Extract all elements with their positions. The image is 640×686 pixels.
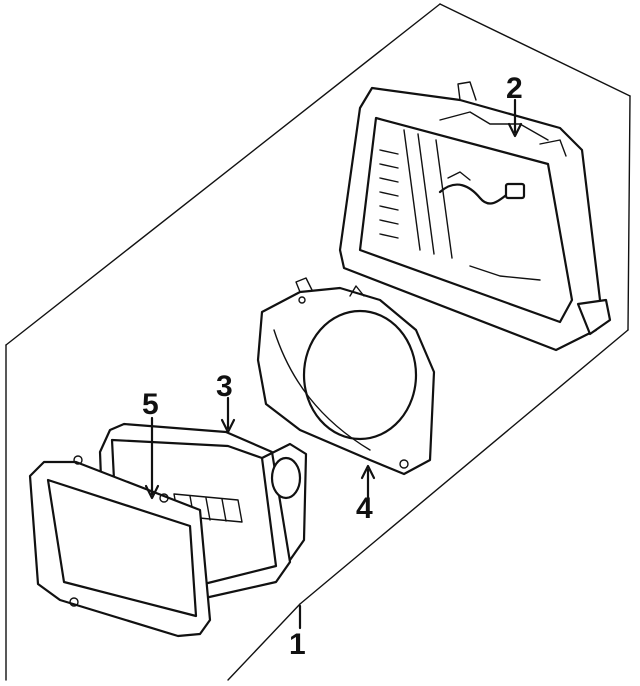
callout-5: 5 xyxy=(142,388,159,421)
mounting-bucket xyxy=(256,277,436,476)
assembly-boundary-box xyxy=(5,3,631,681)
headlamp-housing xyxy=(338,81,612,352)
callout-4: 4 xyxy=(356,492,373,525)
callout-2: 2 xyxy=(506,72,523,105)
retaining-ring xyxy=(28,455,212,638)
callout-3: 3 xyxy=(216,370,233,403)
leader-lines xyxy=(144,98,523,630)
callout-1: 1 xyxy=(289,628,306,661)
